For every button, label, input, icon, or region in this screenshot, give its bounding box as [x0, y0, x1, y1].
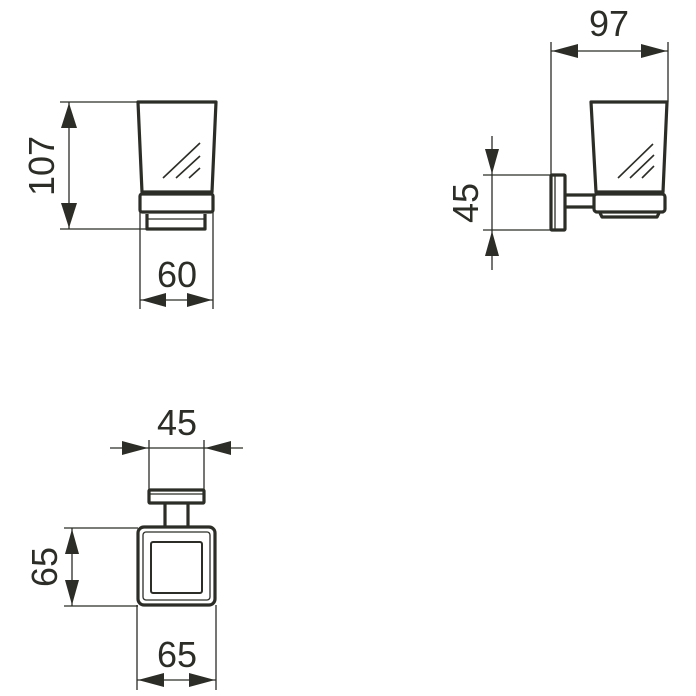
- wall-plate-top: [147, 488, 206, 505]
- holder-ring-side: [592, 192, 667, 214]
- glass-top: [150, 541, 203, 594]
- dim-plate-width-45: 45: [157, 402, 197, 443]
- holder-square: [136, 525, 217, 607]
- glass-outline-side: [589, 100, 669, 194]
- front-view: 107 60: [21, 100, 218, 309]
- glass-reflection-icon: [162, 142, 201, 179]
- dim-glass-width-65: 65: [157, 634, 197, 675]
- wall-plate: [549, 173, 567, 232]
- top-view: 45 65 65: [24, 402, 243, 690]
- holder-ring: [138, 192, 215, 214]
- side-view: 97 45: [445, 3, 669, 270]
- dim-plate-height-45: 45: [445, 183, 486, 223]
- glass-outline: [136, 100, 218, 194]
- dim-height-107: 107: [21, 136, 62, 196]
- glass-reflection-icon: [617, 143, 655, 179]
- dim-projection-97: 97: [589, 3, 629, 44]
- dim-width-60: 60: [157, 254, 197, 295]
- dim-glass-depth-65: 65: [24, 547, 65, 587]
- holder-base: [145, 214, 207, 231]
